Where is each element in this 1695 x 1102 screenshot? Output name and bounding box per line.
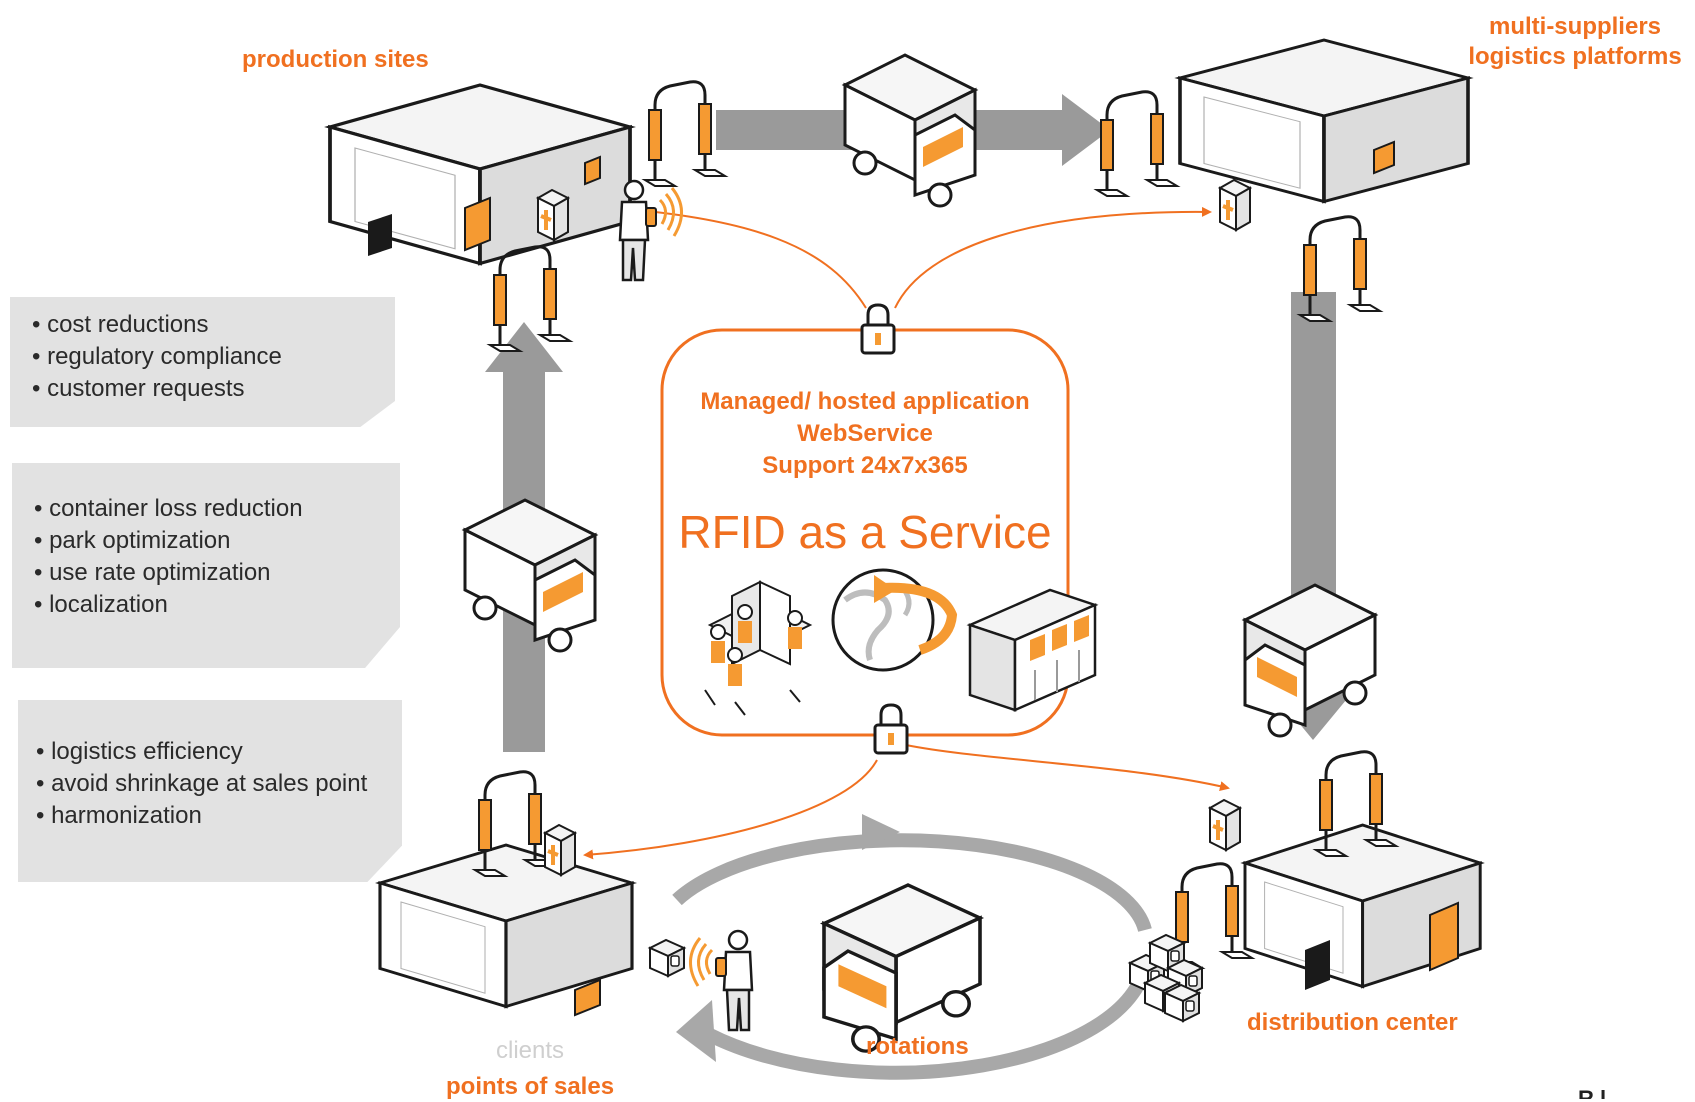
label-distribution-center: distribution center (1247, 1009, 1458, 1036)
label-points-of-sales: points of sales (446, 1073, 615, 1100)
benefit-item: cost reductions (32, 309, 395, 341)
benefit-note-1: cost reductions regulatory compliance cu… (10, 297, 395, 427)
server-rack-icon (966, 588, 1099, 712)
package-icon (649, 939, 685, 977)
benefit-item: use rate optimization (34, 557, 400, 589)
benefit-item: park optimization (34, 525, 400, 557)
benefit-note-3: logistics efficiency avoid shrinkage at … (18, 700, 402, 882)
label-clients: clients (496, 1037, 565, 1064)
rfid-reader-icon (543, 823, 577, 877)
globe-icon (831, 568, 958, 672)
service-line-support: Support 24x7x365 (762, 452, 968, 479)
rfid-portal-icon (643, 80, 727, 188)
benefit-item: container loss reduction (34, 493, 400, 525)
worker-icon (618, 179, 684, 282)
door-dark (368, 214, 392, 256)
service-line-webservice: WebService (797, 420, 933, 447)
label-multi-suppliers: multi-suppliers logistics platforms (1455, 12, 1695, 72)
rotation-cycle (672, 814, 1152, 1080)
benefit-item: logistics efficiency (36, 736, 402, 768)
rfid-reader-icon (1208, 798, 1242, 852)
benefit-item: customer requests (32, 373, 395, 405)
benefit-item: avoid shrinkage at sales point (36, 768, 402, 800)
truck-icon (843, 53, 977, 208)
service-title: RFID as a Service (678, 506, 1052, 558)
corner-text: R l (1578, 1086, 1607, 1099)
benefit-item: localization (34, 589, 400, 621)
warehouse-icon (1178, 38, 1470, 204)
truck-icon (822, 883, 982, 1053)
door-dark (1305, 940, 1330, 990)
benefit-item: regulatory compliance (32, 341, 395, 373)
label-multi-suppliers-line1: multi-suppliers (1488, 13, 1662, 40)
rfid-portal-icon (1095, 90, 1179, 198)
door-marks (464, 140, 1459, 1017)
service-line-managed: Managed/ hosted application (700, 388, 1030, 415)
label-rotations: rotations (866, 1033, 969, 1060)
padlock-icon (860, 303, 896, 355)
benefit-item: harmonization (36, 800, 402, 832)
package-icon (1164, 984, 1200, 1022)
label-production-sites: production sites (242, 46, 429, 73)
rfid-reader-icon (536, 188, 570, 242)
benefit-note-2: container loss reduction park optimizati… (12, 463, 400, 668)
rfid-reader-icon (1218, 178, 1252, 232)
call-center-icon (704, 580, 813, 716)
label-multi-suppliers-line2: logistics platforms (1468, 43, 1682, 70)
